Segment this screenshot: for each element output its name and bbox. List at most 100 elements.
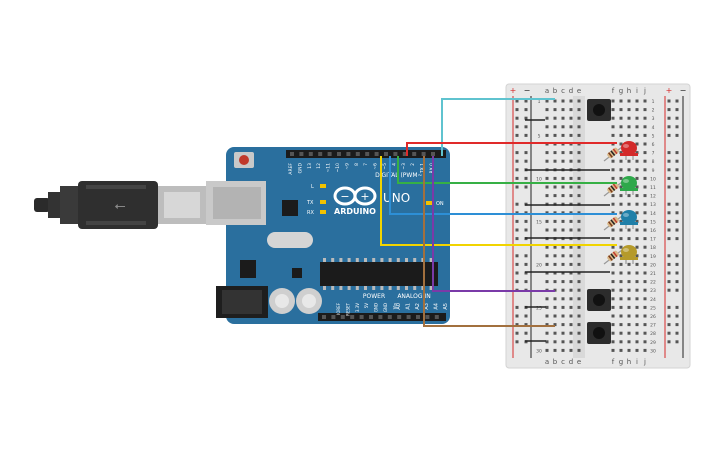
rail-hole[interactable] xyxy=(524,262,528,266)
rail-hole[interactable] xyxy=(524,108,528,112)
rail-hole[interactable] xyxy=(675,237,679,241)
breadboard-hole[interactable] xyxy=(627,280,631,284)
breadboard-hole[interactable] xyxy=(627,237,631,241)
header-pin[interactable] xyxy=(359,315,364,319)
breadboard-hole[interactable] xyxy=(569,133,573,137)
resistor[interactable] xyxy=(603,146,623,162)
header-pin[interactable] xyxy=(425,315,430,319)
breadboard-hole[interactable] xyxy=(561,280,565,284)
rail-hole[interactable] xyxy=(524,185,528,189)
breadboard-hole[interactable] xyxy=(577,297,581,301)
wire-yellow[interactable] xyxy=(380,156,617,246)
breadboard-hole[interactable] xyxy=(619,314,623,318)
rail-hole[interactable] xyxy=(667,314,671,318)
breadboard-hole[interactable] xyxy=(619,288,623,292)
breadboard-hole[interactable] xyxy=(619,211,623,215)
breadboard-hole[interactable] xyxy=(545,151,549,155)
rail-hole[interactable] xyxy=(667,185,671,189)
rail-hole[interactable] xyxy=(524,331,528,335)
breadboard-hole[interactable] xyxy=(577,245,581,249)
breadboard-hole[interactable] xyxy=(643,305,647,309)
wire-cyan[interactable] xyxy=(441,98,555,156)
breadboard-hole[interactable] xyxy=(553,108,557,112)
rail-hole[interactable] xyxy=(515,133,519,137)
rail-hole[interactable] xyxy=(667,219,671,223)
breadboard-hole[interactable] xyxy=(569,340,573,344)
breadboard-hole[interactable] xyxy=(643,262,647,266)
breadboard-hole[interactable] xyxy=(545,116,549,120)
breadboard-hole[interactable] xyxy=(627,125,631,129)
breadboard-hole[interactable] xyxy=(611,271,615,275)
breadboard-hole[interactable] xyxy=(627,133,631,137)
breadboard-hole[interactable] xyxy=(619,254,623,258)
breadboard-hole[interactable] xyxy=(569,219,573,223)
header-pin[interactable] xyxy=(327,152,332,156)
breadboard-hole[interactable] xyxy=(561,108,565,112)
breadboard-hole[interactable] xyxy=(569,116,573,120)
breadboard-hole[interactable] xyxy=(643,288,647,292)
rail-hole[interactable] xyxy=(675,168,679,172)
breadboard-hole[interactable] xyxy=(635,288,639,292)
breadboard-hole[interactable] xyxy=(561,348,565,352)
breadboard-hole[interactable] xyxy=(561,176,565,180)
breadboard-hole[interactable] xyxy=(561,305,565,309)
breadboard-hole[interactable] xyxy=(619,116,623,120)
breadboard-hole[interactable] xyxy=(553,348,557,352)
rail-hole[interactable] xyxy=(667,116,671,120)
breadboard-hole[interactable] xyxy=(643,116,647,120)
breadboard-hole[interactable] xyxy=(627,202,631,206)
breadboard-hole[interactable] xyxy=(553,176,557,180)
breadboard-hole[interactable] xyxy=(561,99,565,103)
breadboard-hole[interactable] xyxy=(611,228,615,232)
breadboard-hole[interactable] xyxy=(627,288,631,292)
breadboard-hole[interactable] xyxy=(569,314,573,318)
breadboard-hole[interactable] xyxy=(611,305,615,309)
breadboard-hole[interactable] xyxy=(545,331,549,335)
rail-hole[interactable] xyxy=(515,202,519,206)
breadboard-hole[interactable] xyxy=(611,159,615,163)
breadboard-hole[interactable] xyxy=(611,340,615,344)
rail-hole[interactable] xyxy=(515,168,519,172)
breadboard-hole[interactable] xyxy=(561,159,565,163)
breadboard-hole[interactable] xyxy=(545,262,549,266)
breadboard-hole[interactable] xyxy=(577,305,581,309)
breadboard-hole[interactable] xyxy=(553,314,557,318)
rail-hole[interactable] xyxy=(515,305,519,309)
breadboard-hole[interactable] xyxy=(577,331,581,335)
breadboard-hole[interactable] xyxy=(643,331,647,335)
breadboard-hole[interactable] xyxy=(619,280,623,284)
breadboard-hole[interactable] xyxy=(635,211,639,215)
breadboard-hole[interactable] xyxy=(619,323,623,327)
header-pin[interactable] xyxy=(318,152,323,156)
rail-hole[interactable] xyxy=(524,219,528,223)
rail-hole[interactable] xyxy=(675,116,679,120)
breadboard-hole[interactable] xyxy=(561,125,565,129)
breadboard-hole[interactable] xyxy=(577,116,581,120)
breadboard-hole[interactable] xyxy=(569,245,573,249)
header-pin[interactable] xyxy=(365,152,370,156)
breadboard-hole[interactable] xyxy=(643,228,647,232)
breadboard-hole[interactable] xyxy=(569,331,573,335)
rail-hole[interactable] xyxy=(675,254,679,258)
header-pin[interactable] xyxy=(431,152,435,156)
breadboard-hole[interactable] xyxy=(643,151,647,155)
breadboard-hole[interactable] xyxy=(545,254,549,258)
breadboard-hole[interactable] xyxy=(569,228,573,232)
rail-hole[interactable] xyxy=(675,288,679,292)
wire-purple[interactable] xyxy=(432,156,555,292)
rail-hole[interactable] xyxy=(667,288,671,292)
breadboard-hole[interactable] xyxy=(569,323,573,327)
breadboard-hole[interactable] xyxy=(577,211,581,215)
breadboard-hole[interactable] xyxy=(635,219,639,223)
rail-hole[interactable] xyxy=(675,99,679,103)
breadboard-hole[interactable] xyxy=(545,159,549,163)
breadboard-hole[interactable] xyxy=(635,348,639,352)
breadboard-hole[interactable] xyxy=(643,99,647,103)
breadboard-hole[interactable] xyxy=(619,305,623,309)
rail-hole[interactable] xyxy=(667,254,671,258)
breadboard-hole[interactable] xyxy=(577,340,581,344)
wire-red[interactable] xyxy=(406,142,617,156)
rail-hole[interactable] xyxy=(515,219,519,223)
breadboard-hole[interactable] xyxy=(619,228,623,232)
breadboard-hole[interactable] xyxy=(635,99,639,103)
